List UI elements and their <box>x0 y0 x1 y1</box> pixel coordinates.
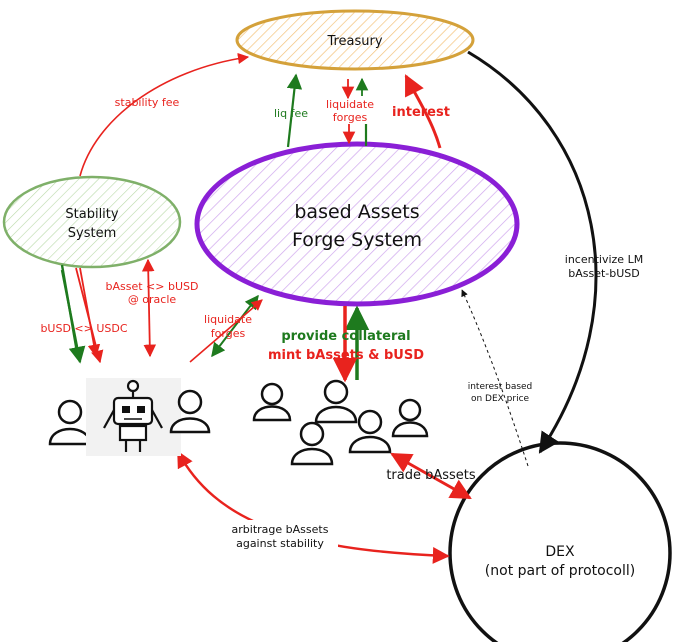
stability-fee-arrow <box>79 52 250 177</box>
liquidate-forges-left-red-arrow <box>189 299 263 363</box>
stability-label-line1: Stability <box>65 207 119 222</box>
user-icon <box>314 379 358 424</box>
liquidate-forges-top-label-2: forges <box>333 111 368 124</box>
busd-usdc-red-up-arrow <box>79 267 101 358</box>
treasury-node: Treasury <box>235 9 475 71</box>
dex-node: DEX (not part of protocoll) <box>448 441 672 642</box>
user-icon <box>48 399 92 446</box>
interest-dex-label-2: on DEX price <box>471 394 530 404</box>
liquidate-forges-left-label-1: liquidate <box>204 313 252 326</box>
basset-busd-label-1: bAsset <> bUSD <box>106 280 199 293</box>
user-icon <box>391 398 429 438</box>
basset-busd-label-2: @ oracle <box>128 293 177 306</box>
basset-busd-oracle-arrow <box>141 258 157 358</box>
interest-dex-label-1: interest based <box>468 382 533 392</box>
robot-icon <box>86 378 181 456</box>
user-icon <box>290 421 334 466</box>
dex-label-line2: (not part of protocoll) <box>485 563 635 579</box>
treasury-label: Treasury <box>326 34 382 49</box>
incentivize-label-2: bAsset-bUSD <box>568 267 640 280</box>
interest-dex-dashed-arrow <box>461 289 529 467</box>
interest-arrow <box>404 74 442 149</box>
liquidate-forges-left-green-arrow <box>211 294 259 358</box>
liq-fee-arrow <box>286 73 303 148</box>
interest-label: interest <box>392 105 450 120</box>
forge-system-node: based Assets Forge System <box>194 141 520 307</box>
forge-label-line1: based Assets <box>294 201 419 223</box>
busd-usdc-green-up-arrow <box>60 264 80 359</box>
dex-label-line1: DEX <box>545 544 575 560</box>
provide-collateral-label: provide collateral <box>281 329 410 344</box>
stability-fee-label: stability fee <box>115 96 180 109</box>
incentivize-arrow <box>467 50 598 454</box>
arbitrage-label-2: against stability <box>236 537 324 550</box>
arbitrage-label-bg <box>222 520 338 552</box>
forge-label-line2: Forge System <box>292 229 422 251</box>
incentivize-label-1: incentivize LM <box>565 253 643 266</box>
busd-usdc-label: bUSD <> USDC <box>40 322 127 335</box>
stability-system-node: Stability System <box>2 175 182 269</box>
stability-label-line2: System <box>68 226 116 241</box>
liq-fee-label: liq fee <box>274 107 308 120</box>
arbitrage-label-1: arbitrage bAssets <box>232 523 329 536</box>
liquidate-forges-top-label-1: liquidate <box>326 98 374 111</box>
trade-bassets-label: trade bAssets <box>386 468 476 483</box>
mint-bassets-label: mint bAssets & bUSD <box>268 348 424 363</box>
user-icon <box>252 382 292 422</box>
user-icon <box>348 409 392 454</box>
liquidate-forges-left-label-2: forges <box>211 327 246 340</box>
user-icon <box>169 389 211 434</box>
